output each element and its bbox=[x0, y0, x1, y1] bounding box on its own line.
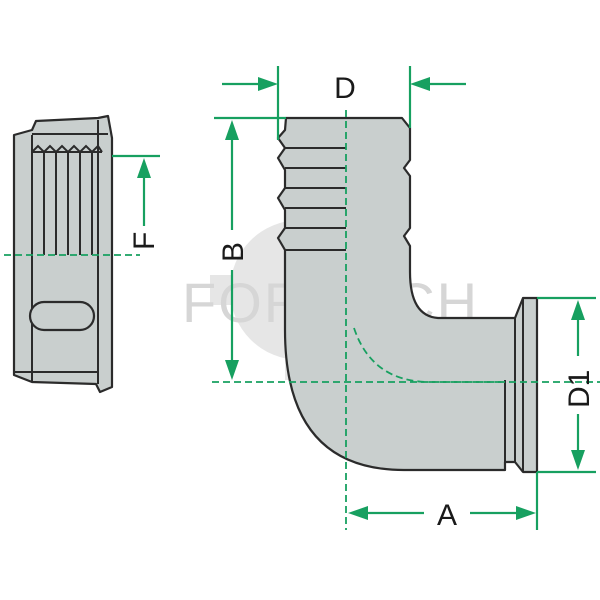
cap-slot bbox=[28, 300, 96, 332]
cap-thread-lines bbox=[43, 152, 93, 255]
hidden-bore bbox=[353, 327, 505, 383]
dimension-d1-label: D1 bbox=[563, 370, 596, 408]
dimension-b: B bbox=[214, 116, 286, 380]
elbow-body bbox=[276, 116, 539, 474]
dimension-d1: D1 bbox=[537, 296, 596, 474]
elbow-fitting bbox=[276, 116, 539, 474]
elbow-barbs bbox=[285, 147, 346, 251]
dimension-a-label: A bbox=[437, 499, 457, 532]
dimension-a: A bbox=[348, 472, 539, 532]
dimension-f-label: F bbox=[128, 232, 161, 250]
dimension-d: D bbox=[222, 66, 466, 140]
dimension-f: F bbox=[112, 154, 161, 250]
dimension-d-label: D bbox=[334, 72, 356, 105]
dimension-b-label: B bbox=[217, 242, 250, 262]
threaded-cap bbox=[12, 114, 114, 394]
